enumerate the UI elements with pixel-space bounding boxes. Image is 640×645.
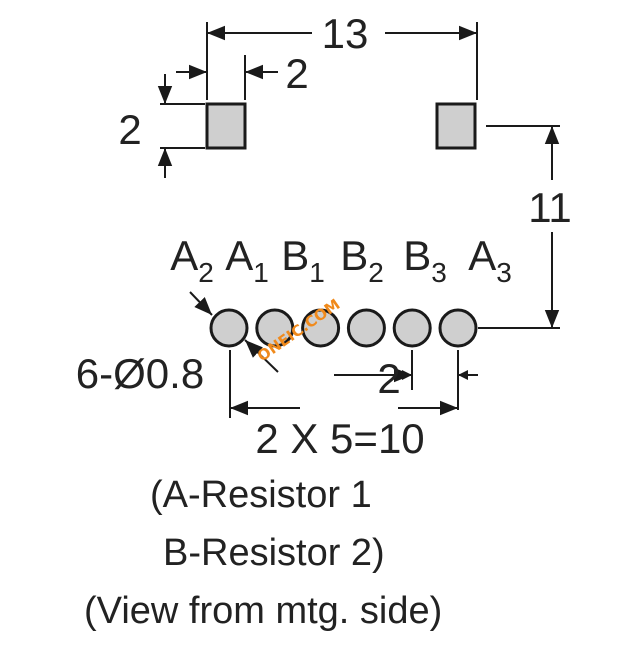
hole-leader-arrow <box>189 291 213 316</box>
note-line-2: B-Resistor 2) <box>163 532 385 574</box>
pin-label-6: A3 <box>468 232 512 288</box>
pin-holes <box>209 308 478 348</box>
pitch-label: 2 <box>377 355 400 402</box>
pitch-arrowhead-left <box>402 370 412 380</box>
mounting-pad-right <box>435 102 477 150</box>
pin-hole-5 <box>392 308 432 348</box>
height-label: 11 <box>528 184 572 231</box>
pad-height-label: 2 <box>118 106 141 153</box>
pitch-arrowhead-right <box>458 370 468 380</box>
hole-spec-label: 6-Ø0.8 <box>76 350 204 397</box>
row-span-label: 2 X 5=10 <box>255 415 424 462</box>
note-line-3: (View from mtg. side) <box>84 590 442 632</box>
pin-label-4: B2 <box>340 232 384 288</box>
pin-hole-4 <box>346 308 386 348</box>
note-line-1: (A-Resistor 1 <box>150 474 372 516</box>
pin-hole-2 <box>255 308 295 348</box>
pin-label-5: B3 <box>403 232 447 288</box>
mounting-pad-left <box>205 102 247 150</box>
dimension-lines <box>157 22 560 418</box>
overall-width-label: 13 <box>322 10 369 57</box>
hole-leader-arrow-2 <box>244 339 279 373</box>
pin-hole-1 <box>209 308 249 348</box>
pad-width-label: 2 <box>285 50 308 97</box>
pin-hole-6 <box>438 308 478 348</box>
pin-label-2: A1 <box>225 232 269 288</box>
pin-hole-3 <box>301 308 341 348</box>
pin-label-1: A2 <box>170 232 214 288</box>
pin-label-3: B1 <box>281 232 325 288</box>
